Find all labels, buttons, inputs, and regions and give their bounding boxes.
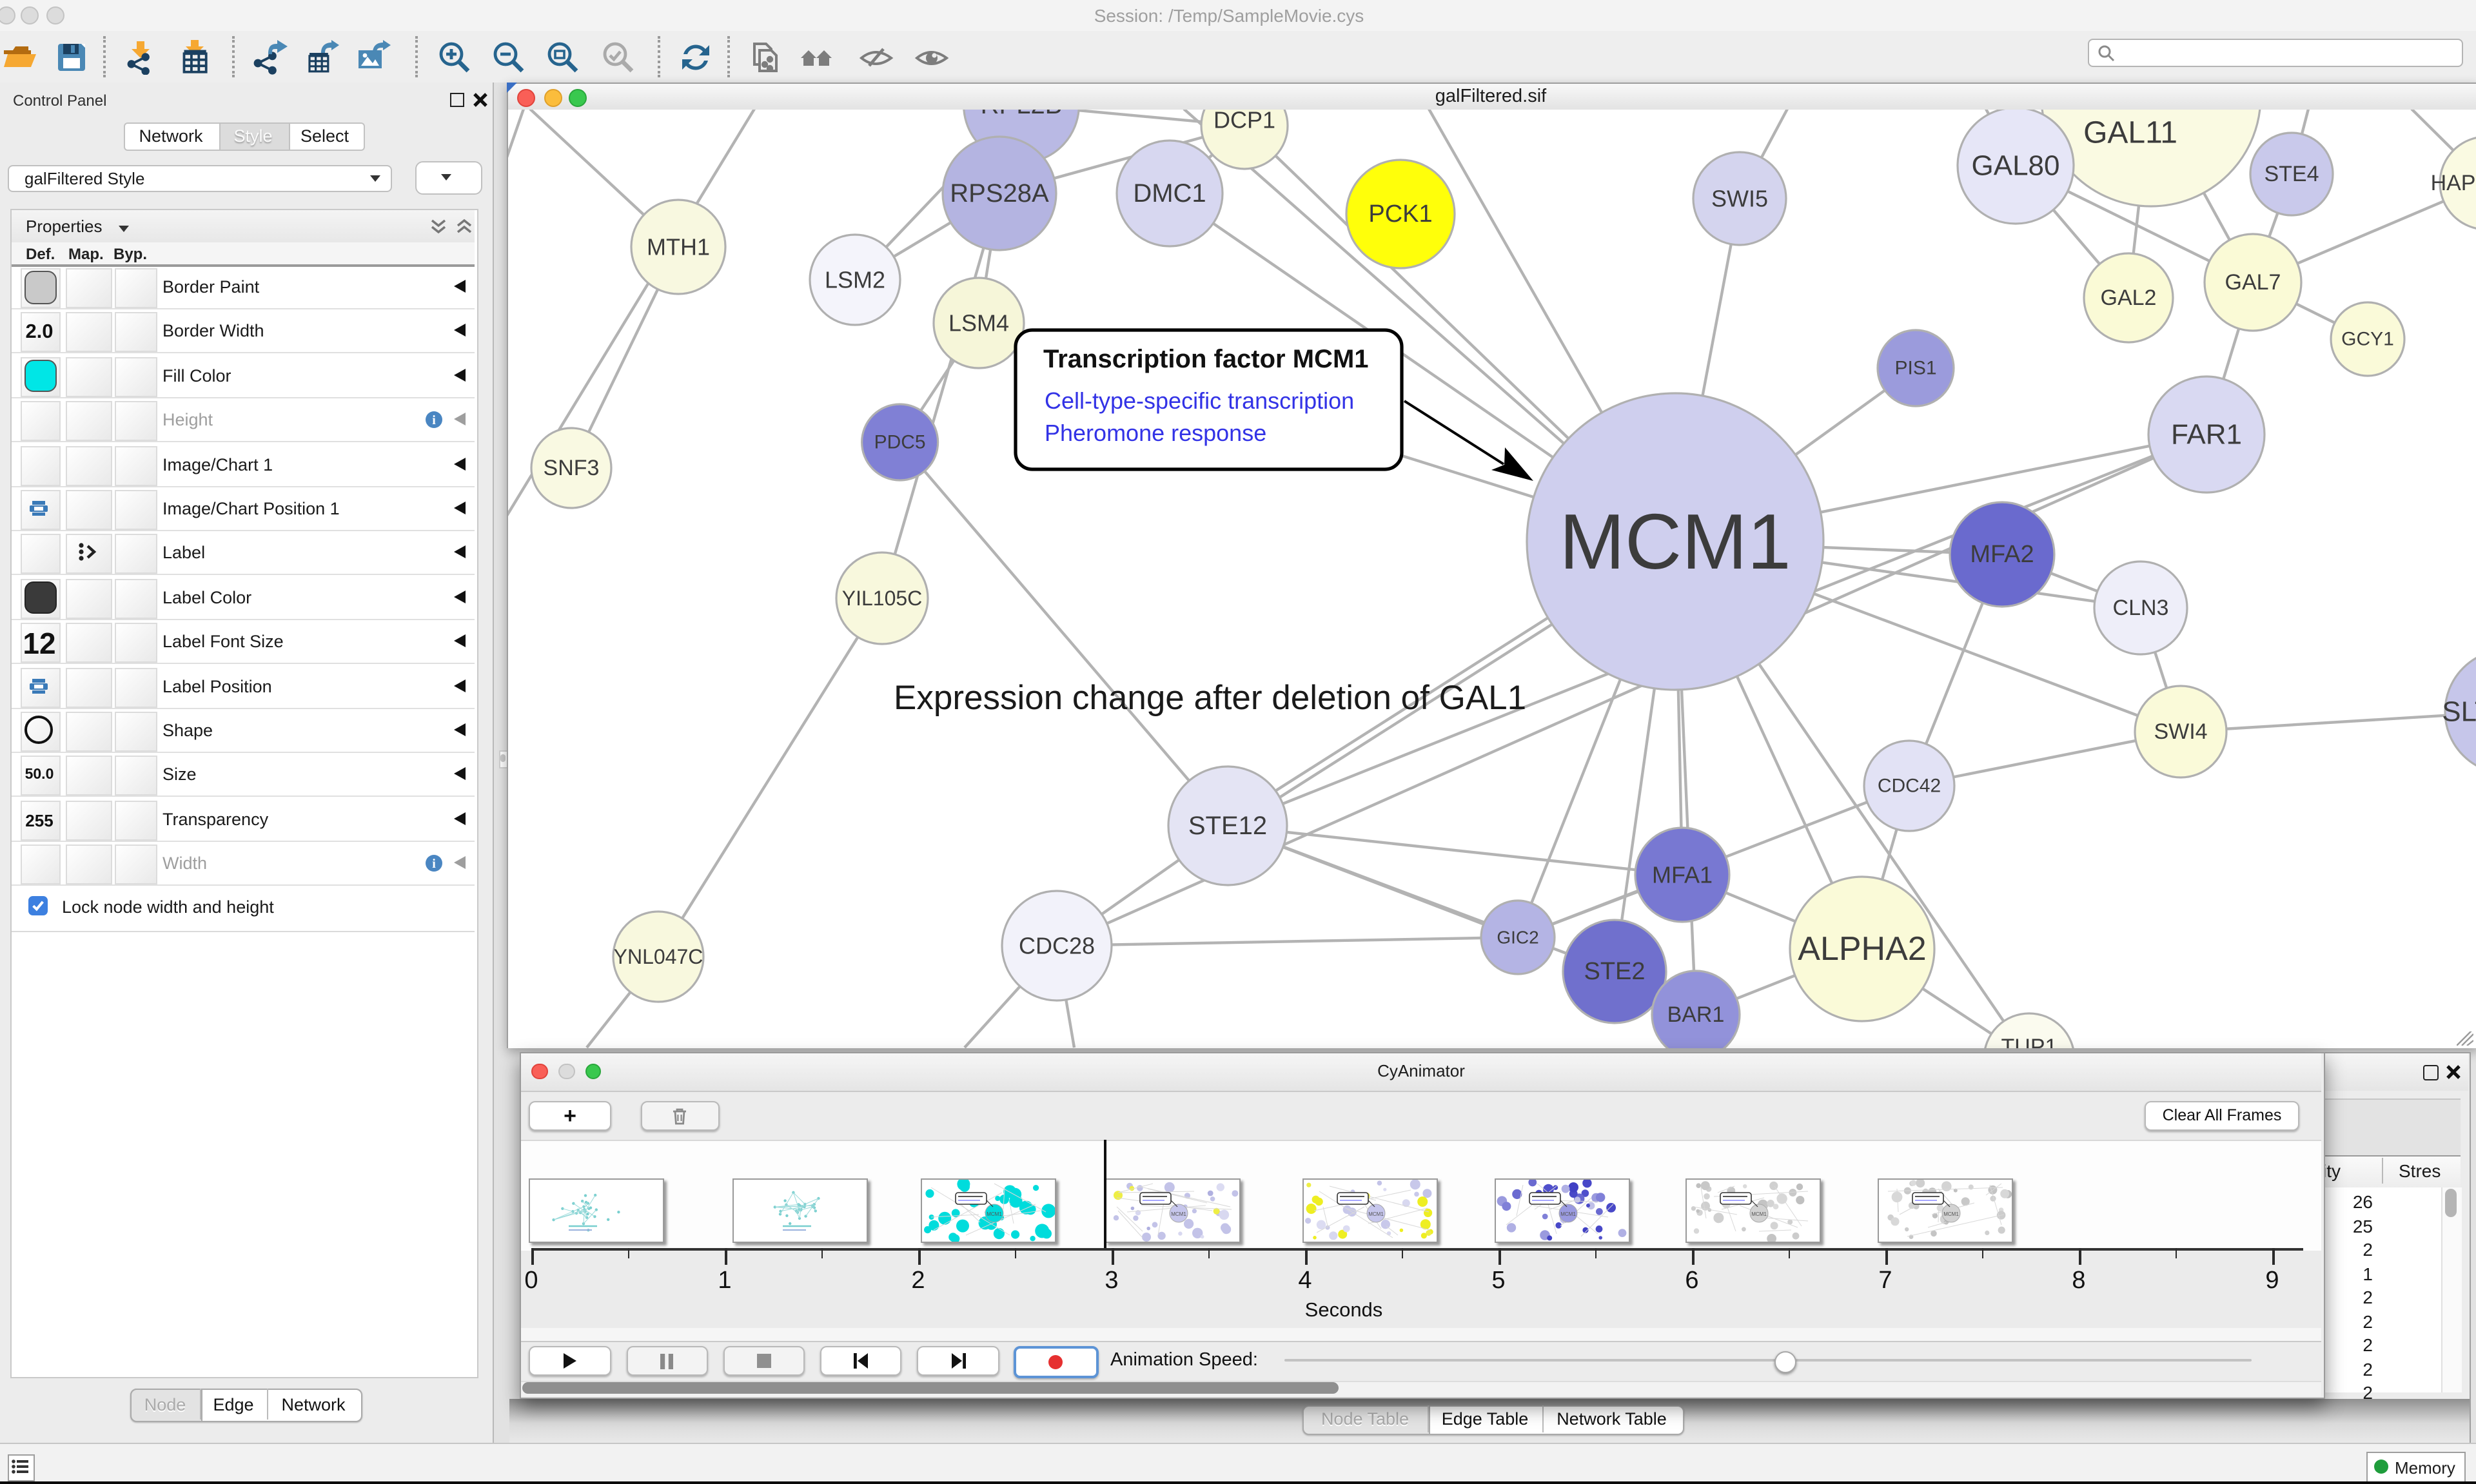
svg-text:SNF3: SNF3 (544, 456, 600, 480)
svg-text:GAL11: GAL11 (2083, 116, 2177, 150)
svg-text:YIL105C: YIL105C (842, 587, 923, 610)
svg-text:TUP1: TUP1 (2001, 1035, 2058, 1048)
svg-text:SWI4: SWI4 (2154, 719, 2207, 744)
svg-text:MCM1: MCM1 (1560, 1211, 1576, 1217)
svg-text:DMC1: DMC1 (1133, 179, 1206, 208)
svg-text:Cell-type-specific transcripti: Cell-type-specific transcription (1045, 387, 1354, 414)
svg-text:i: i (432, 413, 436, 427)
svg-text:PDC5: PDC5 (874, 432, 926, 453)
svg-text:RPS28A: RPS28A (950, 179, 1049, 208)
svg-text:SWI5: SWI5 (1711, 186, 1768, 212)
svg-text:MTH1: MTH1 (647, 234, 710, 260)
svg-text:Expression change after deleti: Expression change after deletion of GAL1 (894, 679, 1526, 717)
svg-text:STE4: STE4 (2264, 162, 2319, 186)
svg-text:GAL2: GAL2 (2101, 286, 2157, 310)
svg-text:STE2: STE2 (1584, 958, 1645, 985)
svg-text:PCK1: PCK1 (1368, 200, 1432, 228)
svg-text:CDC28: CDC28 (1019, 933, 1095, 959)
svg-text:YNL047C: YNL047C (614, 945, 703, 968)
svg-text:GAL7: GAL7 (2225, 270, 2281, 295)
svg-text:MCM1: MCM1 (1751, 1211, 1767, 1217)
svg-text:HAP2: HAP2 (2431, 171, 2476, 195)
svg-text:MFA1: MFA1 (1652, 862, 1713, 888)
svg-text:MCM1: MCM1 (1368, 1211, 1384, 1217)
svg-text:CDC42: CDC42 (1878, 776, 1941, 797)
svg-text:MCM1: MCM1 (1559, 498, 1791, 585)
svg-text:GIC2: GIC2 (1497, 928, 1538, 948)
svg-text:ALPHA2: ALPHA2 (1798, 930, 1926, 968)
svg-text:RPL2B: RPL2B (981, 110, 1063, 119)
svg-text:MCM1: MCM1 (986, 1211, 1001, 1217)
svg-text:DCP1: DCP1 (1213, 110, 1275, 133)
svg-text:MFA2: MFA2 (1970, 541, 2034, 568)
svg-text:PIS1: PIS1 (1894, 358, 1936, 379)
svg-text:MCM1: MCM1 (1943, 1211, 1958, 1217)
svg-text:Transcription factor MCM1: Transcription factor MCM1 (1043, 345, 1369, 373)
svg-text:SLT: SLT (2442, 696, 2476, 728)
svg-text:GAL80: GAL80 (1972, 150, 2060, 182)
svg-text:Pheromone response: Pheromone response (1045, 420, 1266, 446)
svg-text:GCY1: GCY1 (2341, 329, 2394, 350)
svg-text:LSM4: LSM4 (948, 310, 1009, 337)
svg-text:FAR1: FAR1 (2171, 419, 2242, 451)
svg-text:STE12: STE12 (1188, 812, 1267, 840)
svg-text:i: i (432, 857, 436, 871)
svg-text:CLN3: CLN3 (2113, 596, 2169, 620)
svg-text:BAR1: BAR1 (1667, 1002, 1725, 1027)
svg-text:LSM2: LSM2 (825, 267, 885, 293)
svg-text:MCM1: MCM1 (1171, 1211, 1186, 1217)
